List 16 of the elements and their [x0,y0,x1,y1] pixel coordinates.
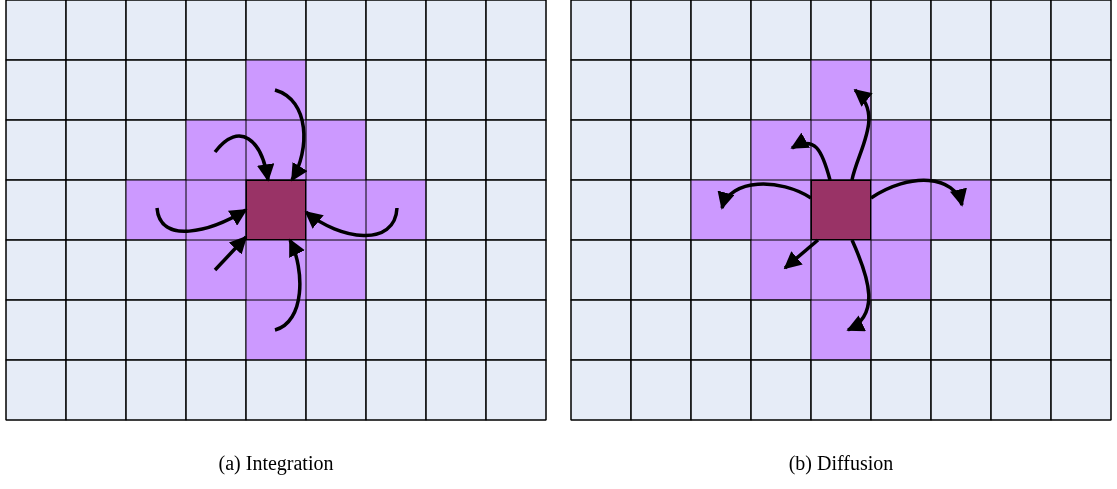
arrow [719,182,812,210]
arrow [790,133,832,181]
arrow [850,88,873,181]
highlighted-cell [246,180,306,240]
caption: (a) Integration [218,452,334,475]
arrow [274,238,305,332]
arrow [846,239,871,332]
arrow [213,235,248,272]
highlighted-cell [811,180,871,240]
arrow [870,178,965,207]
arrow [213,134,274,182]
arrow [783,238,820,270]
arrow [155,207,248,233]
caption: (b) Diffusion [788,452,894,475]
arrow [274,88,308,182]
arrow [304,207,399,238]
